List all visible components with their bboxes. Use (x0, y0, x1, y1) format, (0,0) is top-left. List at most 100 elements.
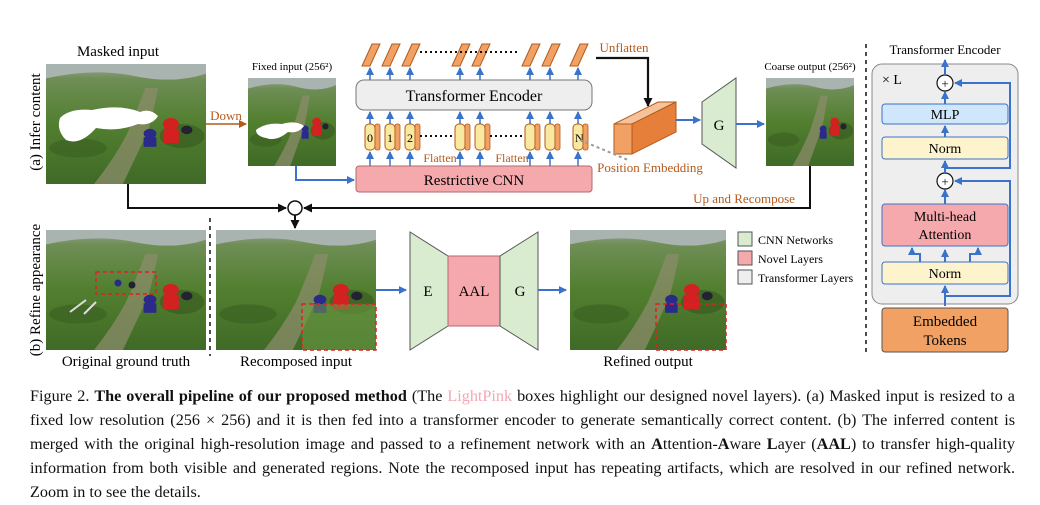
legend-swatch-novel (737, 250, 753, 266)
token-pos-embed (534, 123, 541, 151)
token-2-label: 2 (407, 131, 413, 145)
position-embedding-link (579, 139, 629, 161)
input-to-cnn-arrow (295, 166, 355, 184)
te-panel-title: Transformer Encoder (889, 42, 1001, 57)
output-tokens (361, 43, 589, 80)
refined-output-title: Refined output (603, 354, 693, 370)
generator-b (499, 231, 539, 351)
fixed-input-title: Fixed input (256²) (252, 61, 333, 73)
legend-swatch-cnn (737, 231, 753, 247)
output-token (541, 43, 561, 67)
fixed-input-image (248, 78, 336, 166)
te-plus-bottom-label: + (941, 174, 948, 189)
token-pos-embed (484, 123, 491, 151)
te-residual-2 (945, 79, 1011, 169)
masked-input-image (46, 64, 206, 184)
te-multihead-line2: Attention (919, 228, 972, 243)
token-sequence (364, 51, 589, 166)
merge-node (287, 200, 303, 216)
flatten-label-1: Flatten (423, 151, 456, 165)
down-label: Down (210, 108, 242, 123)
token-capsule (524, 123, 536, 151)
token-capsule (454, 123, 466, 151)
te-multihead-line1: Multi-head (914, 210, 976, 225)
token-1-label: 1 (387, 131, 393, 145)
original-gt-image (46, 230, 206, 350)
caption-title: The overall pipeline of our proposed met… (94, 387, 407, 405)
legend-label-cnn: CNN Networks (758, 233, 833, 247)
output-token (381, 43, 401, 67)
output-token (521, 43, 541, 67)
caption-aal-l: L (766, 435, 778, 453)
caption-aal-a2: A (717, 435, 730, 453)
te-norm-bottom-label: Norm (929, 267, 962, 282)
legend-label-transformer: Transformer Layers (758, 271, 854, 285)
generator-a-label: G (714, 118, 725, 134)
te-embedded-line2: Tokens (923, 333, 966, 349)
te-mlp-label: MLP (931, 108, 960, 123)
legend-label-novel: Novel Layers (758, 252, 823, 266)
up-recompose-arrow (303, 166, 811, 213)
flatten-label-2: Flatten (495, 151, 528, 165)
caption-aal-r1: ttention- (662, 435, 718, 453)
encoder-e-label: E (423, 284, 432, 300)
unflatten-label: Unflatten (599, 40, 649, 55)
generator-a (701, 77, 737, 169)
pipeline-figure: (a) Infer content Masked input Down Fixe… (28, 40, 1019, 370)
te-residual-1 (945, 177, 1011, 297)
original-gt-title: Original ground truth (62, 354, 191, 370)
output-token (361, 43, 381, 67)
row-label-refine: (b) Refine appearance (28, 223, 44, 356)
token-pos-embed (464, 123, 471, 151)
position-embedding-label: Position Embedding (597, 160, 703, 175)
caption-body-2: ) to transfer high-quality information f… (30, 435, 1015, 501)
coarse-output-title: Coarse output (256²) (764, 61, 856, 73)
feature-cube (613, 101, 677, 155)
transformer-encoder-label: Transformer Encoder (406, 88, 543, 105)
up-recompose-label: Up and Recompose (693, 191, 795, 206)
masked-input-skip-arrow (127, 184, 287, 213)
times-l-label: × L (882, 73, 902, 88)
te-plus-top-label: + (941, 76, 948, 91)
row-label-infer: (a) Infer content (28, 72, 44, 170)
te-embedded-tokens (881, 307, 1009, 353)
caption-aal-r2: ware (729, 435, 767, 453)
output-token (569, 43, 589, 67)
token-capsule (544, 123, 556, 151)
caption-body-1: boxes highlight our designed novel layer… (30, 387, 1015, 453)
output-token (471, 43, 491, 67)
token-pos-embed (582, 123, 589, 151)
restrictive-cnn-box (355, 165, 593, 193)
aal-label: AAL (459, 284, 490, 300)
te-embedded-line1: Embedded (913, 314, 978, 330)
restrictive-cnn-label: Restrictive CNN (424, 173, 525, 189)
caption-aal-abbr: AAL (816, 435, 851, 453)
te-norm-top-label: Norm (929, 142, 962, 157)
caption-aal-a: A (651, 435, 663, 453)
token-0-label: 0 (367, 131, 373, 145)
token-n-label: N (575, 131, 584, 145)
token-capsule (474, 123, 486, 151)
output-token (451, 43, 471, 67)
transformer-encoder-box (355, 79, 593, 111)
caption-aal-r3: ayer ( (777, 435, 817, 453)
generator-b-label: G (515, 284, 526, 300)
token-pos-embed (374, 123, 381, 151)
recomposed-input-image (216, 230, 377, 351)
token-pos-embed (554, 123, 561, 151)
legend: CNN Networks Novel Layers Transformer La… (737, 231, 854, 285)
coarse-output-image (766, 78, 854, 166)
masked-input-title: Masked input (77, 44, 160, 60)
recomposed-input-title: Recomposed input (240, 354, 353, 370)
te-arrow-norm-attn-right (969, 247, 982, 262)
token-pos-embed (394, 123, 401, 151)
figure-caption: Figure 2. The overall pipeline of our pr… (30, 384, 1015, 504)
output-token (401, 43, 421, 67)
refined-output-image (570, 230, 727, 351)
legend-swatch-transformer (737, 269, 753, 285)
caption-lightpink: LightPink (447, 387, 513, 405)
te-arrow-norm-attn-left (908, 247, 921, 262)
caption-pre: (The (411, 387, 448, 405)
caption-fig-no: Figure 2. (30, 387, 90, 405)
aal-box (447, 255, 501, 327)
